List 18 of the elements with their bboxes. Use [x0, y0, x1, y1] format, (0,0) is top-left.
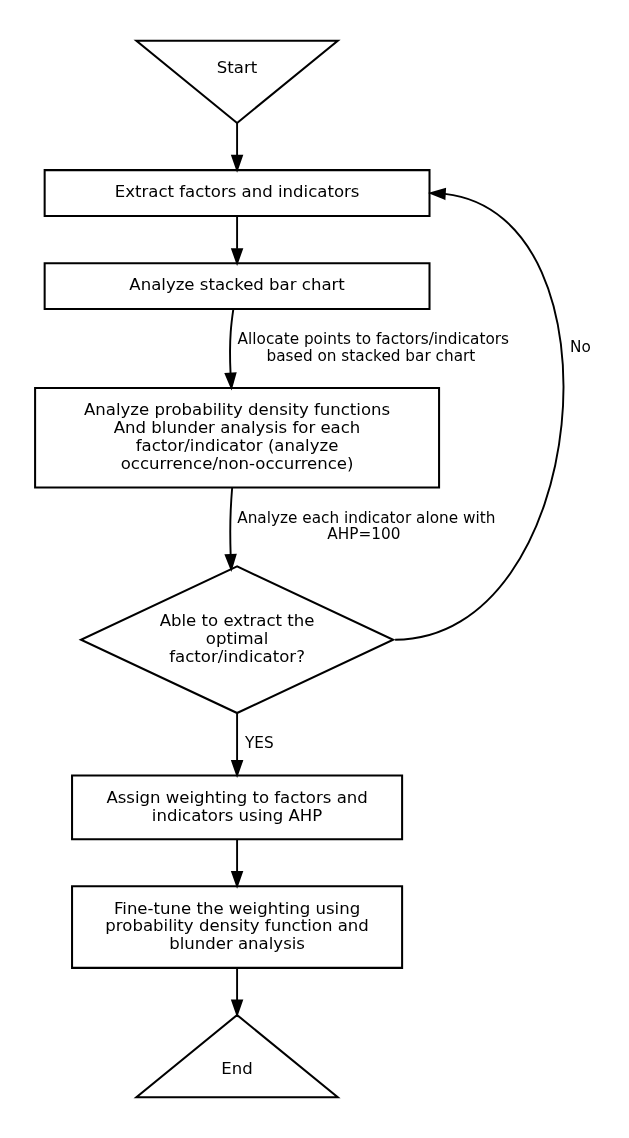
node-box: Fine-tune the weighting using probability density function and blunder analysis	[71, 885, 404, 969]
node-box: Analyze stacked bar chart	[43, 262, 431, 311]
node-box: Analyze probability density functions And blunder analysis for each factor/indicator (analyze occurrence/non-occurrence)	[34, 387, 441, 489]
arrow	[230, 712, 244, 778]
arrow	[230, 122, 244, 173]
node-box: Assign weighting to factors and indicators using AHP	[71, 774, 404, 841]
arrow	[394, 187, 565, 641]
node-diamond: Able to extract the optimal factor/indicator?	[78, 565, 396, 715]
edge-label: YES	[244, 734, 274, 753]
edge-label: Analyze each indicator alone with AHP=100	[237, 508, 496, 544]
edge-label: No	[570, 338, 591, 357]
arrow	[230, 215, 244, 266]
arrow	[224, 486, 237, 572]
arrow	[224, 308, 237, 391]
arrow	[230, 838, 244, 889]
arrow	[230, 967, 244, 1018]
edge-label: Allocate points to factors/indicators based on stacked bar chart	[237, 330, 510, 365]
node-box: Extract factors and indicators	[43, 169, 431, 217]
